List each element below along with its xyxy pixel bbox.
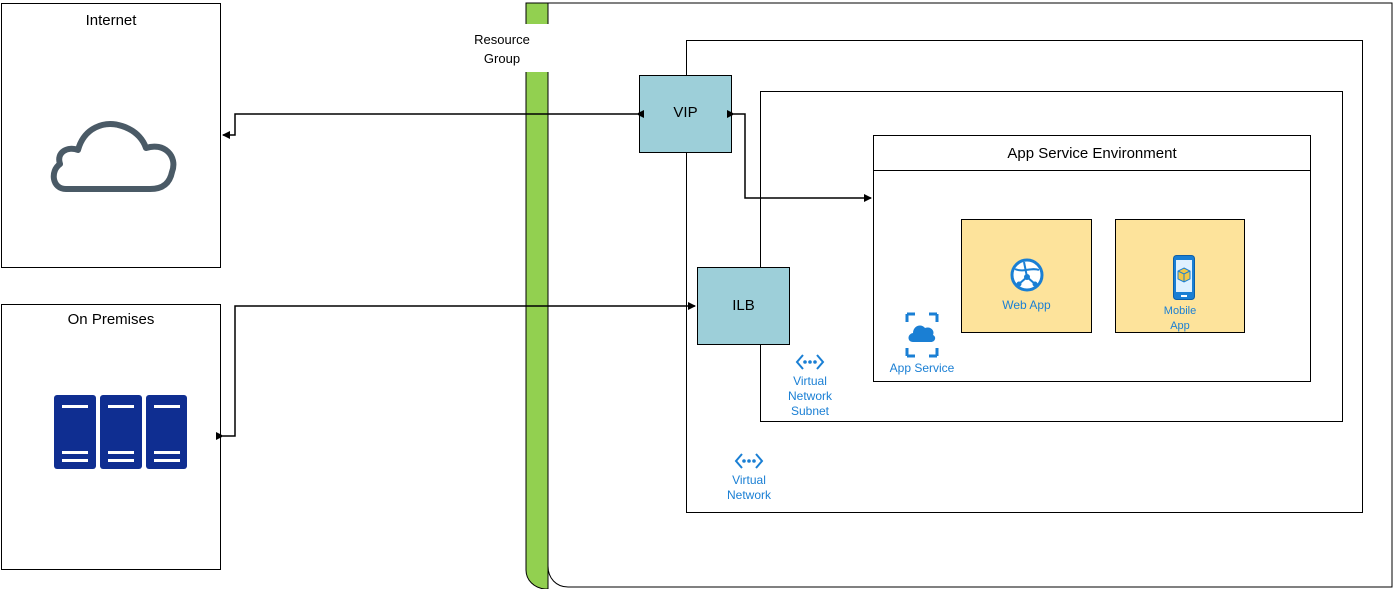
internet-box: Internet bbox=[1, 3, 221, 268]
resource-group-label-line1: Resource bbox=[474, 32, 530, 47]
globe-icon bbox=[1010, 258, 1044, 292]
virtual-network-subnet-label: Virtual Network Subnet bbox=[775, 374, 845, 419]
virtual-network-line1: Virtual bbox=[732, 473, 766, 487]
server-rack-icon bbox=[54, 395, 187, 469]
virtual-network-subnet-line3: Subnet bbox=[790, 404, 830, 418]
virtual-network-subnet-icon bbox=[795, 354, 825, 370]
web-app-label: Web App bbox=[1002, 298, 1051, 312]
ilb-box: ILB bbox=[697, 267, 790, 345]
virtual-network-label: Virtual Network bbox=[714, 473, 784, 503]
mobile-app-label: Mobile App bbox=[1116, 304, 1244, 334]
app-service-environment-header: App Service Environment bbox=[874, 136, 1310, 171]
app-service-icon bbox=[905, 312, 939, 358]
on-premises-box: On Premises bbox=[1, 304, 221, 570]
mobile-app-tile: Mobile App bbox=[1115, 219, 1245, 333]
onprem-ilb-connector bbox=[216, 302, 696, 440]
resource-group-label-line2: Group bbox=[483, 51, 521, 66]
resource-group-label: Resource Group bbox=[462, 30, 542, 68]
vip-ase-connector bbox=[727, 110, 872, 202]
virtual-network-subnet-line2: Network bbox=[787, 389, 832, 403]
internet-vip-connector bbox=[222, 110, 644, 139]
mobile-app-icon bbox=[1173, 255, 1195, 300]
on-premises-title: On Premises bbox=[67, 311, 155, 328]
virtual-network-icon bbox=[734, 453, 764, 469]
virtual-network-subnet-box bbox=[760, 91, 1343, 422]
virtual-network-line2: Network bbox=[726, 488, 771, 502]
app-service-label: App Service bbox=[889, 361, 955, 375]
internet-title: Internet bbox=[85, 12, 137, 29]
virtual-network-box bbox=[686, 40, 1363, 513]
virtual-network-subnet-line1: Virtual bbox=[793, 374, 827, 388]
vip-label: VIP bbox=[673, 104, 698, 121]
cloud-icon bbox=[50, 121, 177, 192]
mobile-app-label-line1: Mobile bbox=[1163, 305, 1197, 317]
mobile-app-label-line2: App bbox=[1170, 320, 1190, 332]
web-app-tile: Web App bbox=[961, 219, 1092, 333]
ilb-label: ILB bbox=[732, 297, 755, 314]
app-service-environment-title: App Service Environment bbox=[1007, 145, 1177, 162]
